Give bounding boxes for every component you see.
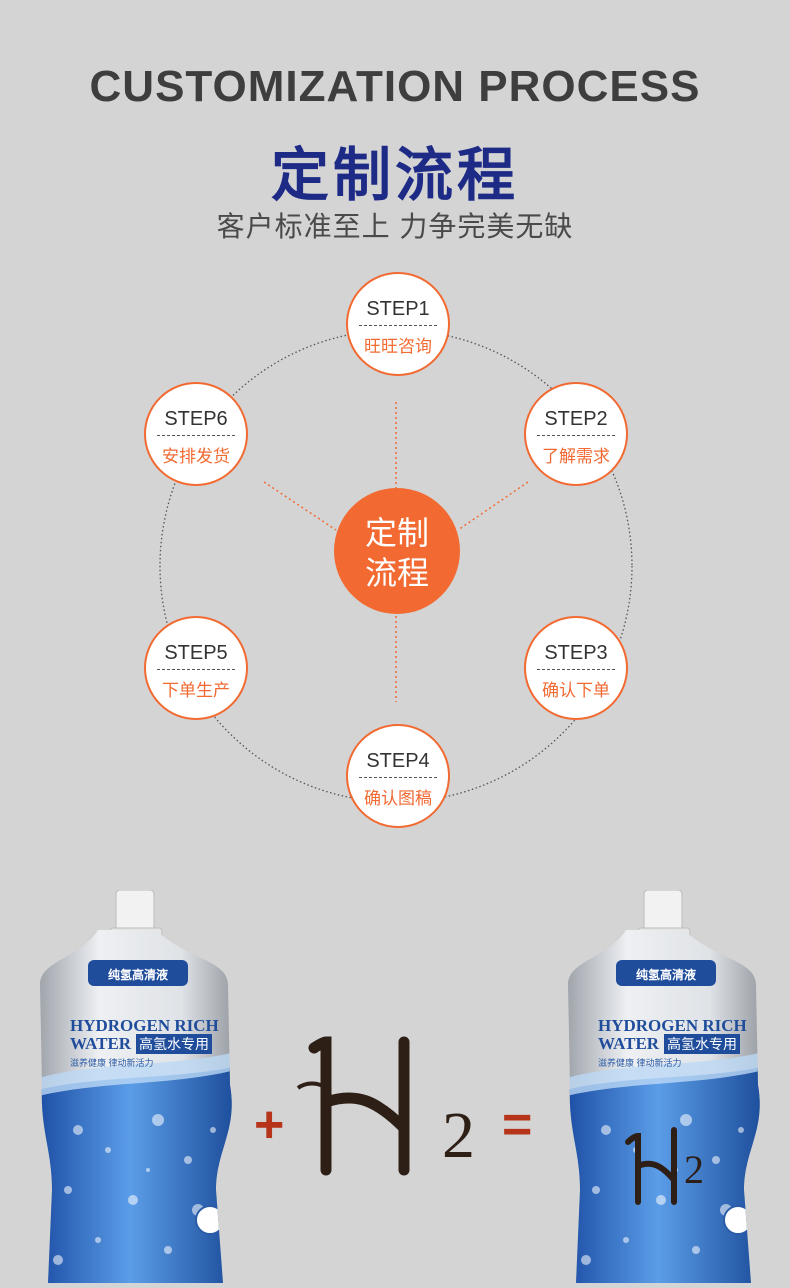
pouch-h2-subscript: 2 xyxy=(684,1147,704,1192)
step-divider xyxy=(157,435,235,436)
process-center: 定制 流程 xyxy=(334,488,460,614)
pouch-tag: 纯氢高清液 xyxy=(635,968,696,982)
step-4: STEP4 确认图稿 xyxy=(346,724,450,828)
step-text: 旺旺咨询 xyxy=(364,337,432,356)
step-label: STEP2 xyxy=(544,408,608,430)
equals-sign: = xyxy=(502,1096,533,1154)
step-label: STEP4 xyxy=(366,750,430,772)
step-6: STEP6 安排发货 xyxy=(144,382,248,486)
step-label: STEP5 xyxy=(164,642,228,664)
h2-formula: 2 xyxy=(296,1030,506,1185)
step-3: STEP3 确认下单 xyxy=(524,616,628,720)
title-english: CUSTOMIZATION PROCESS xyxy=(89,62,701,111)
step-2: STEP2 了解需求 xyxy=(524,382,628,486)
pouch-left-graphic xyxy=(40,889,232,1283)
step-divider xyxy=(359,325,437,326)
plus-sign: + xyxy=(254,1096,285,1154)
pouch-brand-en-2: WATER xyxy=(598,1034,660,1053)
step-divider xyxy=(537,435,615,436)
center-line-1: 定制 xyxy=(364,515,429,551)
pouch-slogan: 滋养健康 律动新活力 xyxy=(70,1058,154,1068)
center-line-2: 流程 xyxy=(364,555,429,591)
spoke-line xyxy=(457,481,529,531)
process-ring xyxy=(159,329,633,803)
step-5: STEP5 下单生产 xyxy=(144,616,248,720)
pouch-right-graphic xyxy=(568,889,760,1283)
pouch-left: 纯氢高清液 HYDROGEN RICH WATER 高氢水专用 滋养健康 律动新… xyxy=(38,889,243,1283)
process-diagram-lines xyxy=(159,329,633,803)
step-label: STEP6 xyxy=(164,408,228,430)
pouch-tag: 纯氢高清液 xyxy=(107,968,168,982)
step-label: STEP1 xyxy=(366,298,430,320)
step-divider xyxy=(359,777,437,778)
pouch-slogan: 滋养健康 律动新活力 xyxy=(598,1058,682,1068)
step-text: 安排发货 xyxy=(162,447,230,466)
step-label: STEP3 xyxy=(544,642,608,664)
pouch-brand-en-1: HYDROGEN RICH xyxy=(598,1016,747,1035)
h2-subscript: 2 xyxy=(442,1099,475,1172)
step-text: 下单生产 xyxy=(162,681,230,700)
pouch-brand-en-1: HYDROGEN RICH xyxy=(70,1016,219,1035)
subtitle: 客户标准至上 力争完美无缺 xyxy=(216,211,574,242)
pouch-brand-cn: 高氢水专用 xyxy=(664,1034,740,1054)
step-divider xyxy=(537,669,615,670)
title-chinese: 定制流程 xyxy=(270,143,519,208)
h2-symbol xyxy=(296,1036,410,1176)
pouch-brand-en-2: WATER xyxy=(70,1034,132,1053)
step-1: STEP1 旺旺咨询 xyxy=(346,272,450,376)
step-text: 确认图稿 xyxy=(364,789,432,808)
step-text: 确认下单 xyxy=(542,681,610,700)
step-divider xyxy=(157,669,235,670)
pouch-brand-cn: 高氢水专用 xyxy=(136,1034,212,1054)
pouch-right: 纯氢高清液 HYDROGEN RICH WATER 高氢水专用 滋养健康 律动新… xyxy=(566,889,771,1283)
spoke-line xyxy=(263,481,337,531)
step-text: 了解需求 xyxy=(542,447,610,466)
